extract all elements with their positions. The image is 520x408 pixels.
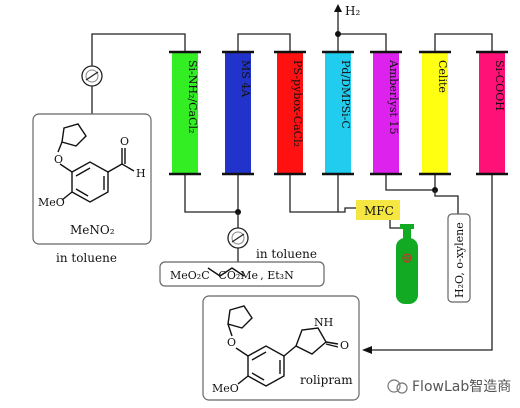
solvent-label-2: in toluene [256, 247, 317, 261]
atom-meo: MeO [212, 382, 239, 395]
watermark-text: FlowLab智造商 [412, 379, 511, 395]
atom-o-aldehyde: O [120, 135, 129, 148]
atom-meo: MeO [38, 196, 65, 209]
column-group: Si-NH₂/CaCl₂ MS 4A PS-pybox-CaCl₂ Pd/DMPSi-… [169, 50, 508, 176]
feed-line-top [91, 33, 186, 66]
column-label: Amberlyst 15 [387, 59, 400, 134]
line-col1-col2 [184, 174, 239, 213]
product-box-rolipram [202, 295, 360, 401]
column-3: PS-pybox-CaCl₂ [274, 50, 306, 176]
column-label: Pd/DMPSi-C [339, 60, 352, 129]
column-7: Si-COOH [476, 50, 508, 176]
column-5: Amberlyst 15 [370, 50, 402, 176]
column-label: Si-NH₂/CaCl₂ [186, 60, 199, 133]
pump-2 [227, 227, 249, 249]
column-body [225, 52, 251, 174]
column-label: Celite [436, 60, 449, 93]
mfc-label: MFC [364, 204, 394, 218]
line-col2-col3 [237, 33, 291, 52]
column-1: Si-NH₂/CaCl₂ [169, 50, 201, 176]
column-body [277, 52, 303, 174]
malonate-bond [207, 267, 245, 277]
column-label: Si-COOH [493, 60, 506, 111]
aldehyde-structure [57, 123, 135, 203]
h2-gas-cylinder [396, 224, 418, 304]
column-body [479, 52, 505, 174]
atom-o: O [54, 153, 63, 166]
line-col6-col7 [434, 33, 493, 52]
reagent-menO2: MeNO₂ [70, 223, 115, 237]
column-4: Pd/DMPSi-C [322, 50, 354, 176]
solvent-label-1: in toluene [56, 251, 117, 265]
product-arrow [362, 346, 372, 354]
column-label: PS-pybox-CaCl₂ [291, 60, 304, 147]
column-body [422, 52, 448, 174]
reagent-box-aldehyde [32, 113, 152, 245]
column-body [172, 52, 198, 174]
column-body [325, 52, 351, 174]
rolipram-structure [227, 305, 339, 387]
watermark: FlowLab智造商 [387, 379, 511, 395]
h2-label: H₂ [345, 4, 360, 18]
junction-dot [335, 31, 341, 37]
product-line [370, 174, 493, 351]
atom-o-lactam: O [340, 339, 349, 352]
mfc-line [338, 207, 356, 213]
column-2: MS 4A [222, 50, 254, 176]
line-col4-col5 [337, 33, 387, 52]
pump-1 [81, 65, 103, 87]
column-body [373, 52, 399, 174]
solvent-box-label: H₂O, o-xylene [453, 222, 466, 298]
atom-nh: NH [314, 316, 333, 329]
product-name: rolipram [300, 373, 353, 387]
mfc-box [356, 200, 400, 220]
atom-o: O [227, 336, 236, 349]
h2-vent-arrow [334, 4, 342, 12]
malonate-formula: MeO₂C CO₂Me , Et₃N [170, 269, 294, 282]
column-6: Celite [419, 50, 451, 176]
atom-h: H [136, 167, 146, 180]
line-col5-col6 [385, 174, 436, 191]
column-label: MS 4A [239, 60, 252, 98]
solvent-line [434, 190, 459, 214]
line-col3-col4 [289, 174, 339, 213]
solvent-box [447, 213, 471, 303]
